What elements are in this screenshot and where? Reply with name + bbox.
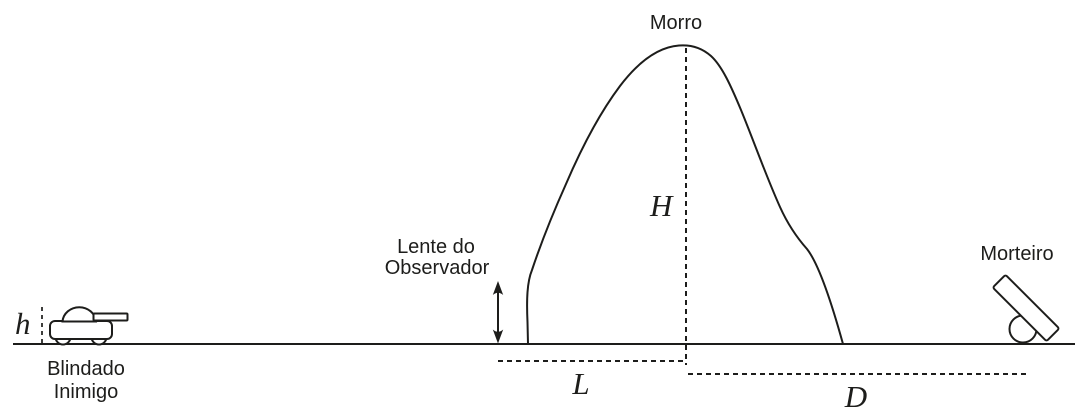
distance-L-symbol: L (571, 366, 589, 401)
arrow-up-icon (492, 281, 504, 295)
arrow-down-icon (492, 329, 504, 344)
hill-outline (526, 44, 844, 345)
observer-label-line1: Lente do (397, 236, 475, 258)
mortar-label: Morteiro (980, 243, 1053, 265)
mortar-tube-icon (992, 274, 1060, 342)
tank-label-line2: Inimigo (54, 381, 118, 403)
mortar-group: Morteiro (980, 243, 1060, 344)
hill-label: Morro (650, 12, 702, 34)
hill-group: Morro H (526, 12, 844, 365)
distance-D-group: D (688, 373, 1028, 414)
tank-barrel-icon (92, 312, 129, 322)
hill-height-symbol: H (649, 188, 674, 223)
tank-height-symbol: h (15, 306, 31, 341)
tank-label-line1: Blindado (47, 358, 125, 380)
distance-L-group: L (498, 360, 684, 401)
observer-label-line2: Observador (385, 257, 490, 279)
tank-turret-icon (61, 306, 98, 323)
distance-D-symbol: D (844, 379, 867, 414)
enemy-tank-group: h Blindado Inimigo (15, 306, 129, 403)
observer-lens-group: Lente do Observador (385, 236, 504, 344)
tank-hull-icon (49, 320, 113, 340)
